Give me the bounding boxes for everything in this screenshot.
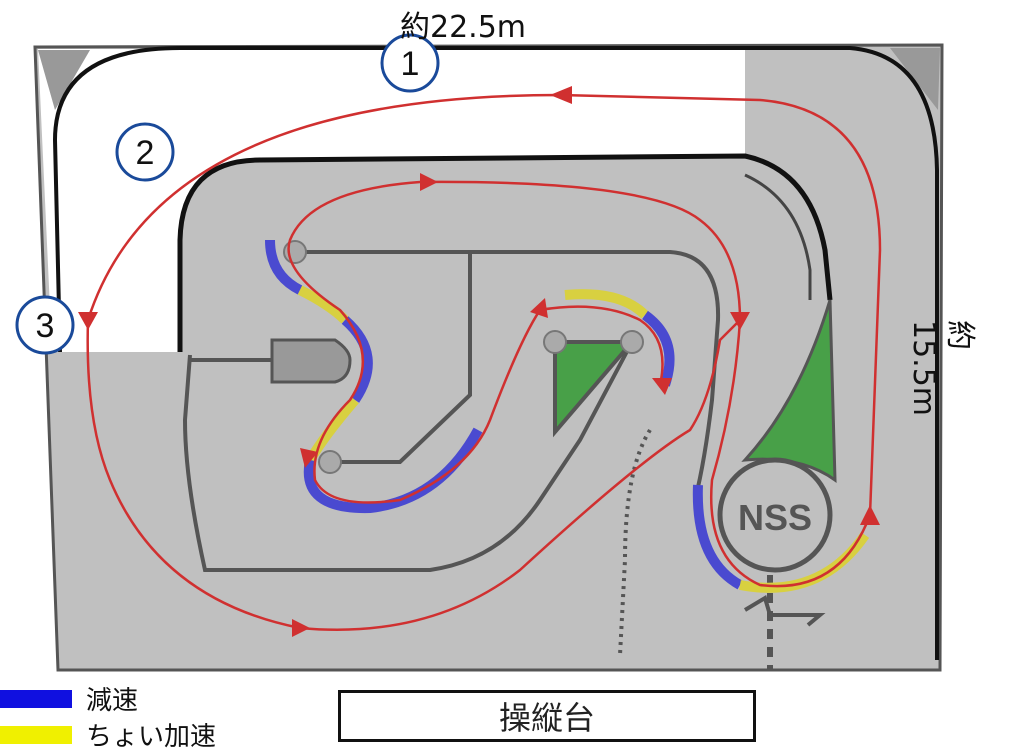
arrow-icon bbox=[530, 298, 548, 318]
arrow-icon bbox=[420, 173, 438, 191]
green-triangle bbox=[553, 340, 637, 438]
svg-text:2: 2 bbox=[136, 134, 155, 172]
arrow-icon bbox=[652, 378, 672, 395]
speed-zones bbox=[265, 239, 870, 593]
course-lines bbox=[182, 250, 826, 670]
height-label: 約15.5m bbox=[906, 320, 977, 417]
arrow-icon bbox=[292, 619, 310, 637]
inner-wall bbox=[177, 153, 833, 352]
legend-label: ちょい加速 bbox=[86, 722, 217, 752]
arrow-icon bbox=[550, 86, 572, 104]
marker-3: 3 bbox=[15, 295, 75, 355]
legend-label: 減速 bbox=[86, 686, 139, 716]
marker-1: 1 bbox=[380, 33, 440, 93]
arrow-icon bbox=[860, 505, 880, 525]
outer-wall bbox=[52, 46, 939, 660]
arrow-icon bbox=[78, 312, 98, 330]
arrow-icon bbox=[730, 312, 750, 330]
legend-decel: 減速 bbox=[0, 680, 138, 717]
width-label: 約22.5m bbox=[400, 10, 527, 45]
svg-text:3: 3 bbox=[36, 307, 55, 345]
white-area bbox=[38, 49, 745, 352]
accel-swatch bbox=[0, 725, 72, 744]
direction-arrows bbox=[78, 86, 880, 637]
decel-swatch bbox=[0, 689, 72, 708]
control-console: 操縦台 bbox=[338, 690, 756, 742]
inner-lane bbox=[744, 173, 812, 300]
nss-obstacle bbox=[717, 457, 833, 573]
marker-2: 2 bbox=[115, 122, 175, 182]
board bbox=[33, 43, 944, 672]
green-area bbox=[741, 299, 837, 483]
console-label: 操縦台 bbox=[498, 699, 595, 737]
arrow-icon bbox=[300, 448, 318, 468]
corner-wedge bbox=[890, 48, 940, 110]
corner-wedge bbox=[38, 50, 90, 110]
nss-label: NSS bbox=[738, 497, 812, 538]
svg-text:1: 1 bbox=[401, 45, 420, 83]
start-box bbox=[270, 338, 352, 384]
legend-accel: ちょい加速 bbox=[0, 716, 216, 753]
